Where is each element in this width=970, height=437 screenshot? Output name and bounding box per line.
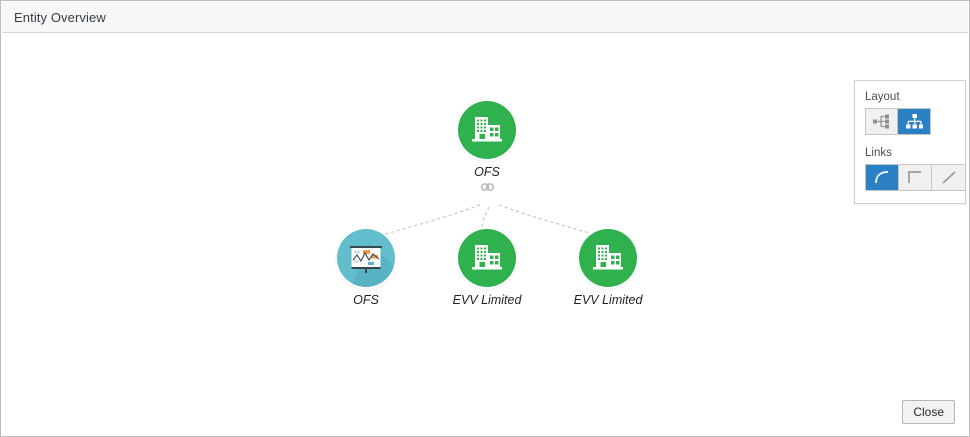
close-button[interactable]: Close: [902, 400, 955, 424]
node-badge-empty: [548, 309, 668, 321]
orthogonal-link-icon: [908, 171, 921, 183]
straight-link-icon: [941, 171, 956, 184]
graph-edges: [354, 204, 624, 255]
building-icon: [472, 245, 502, 270]
node-badge-empty: [427, 309, 547, 321]
presentation-chart-icon: [350, 243, 395, 287]
node-label: OFS: [353, 293, 379, 307]
vertical-tree-layout-button[interactable]: [898, 109, 930, 134]
node-label: EVV Limited: [573, 293, 643, 307]
node-label: EVV Limited: [452, 293, 522, 307]
graph-controls-panel: Layout: [854, 80, 966, 204]
layout-heading: Layout: [865, 91, 900, 103]
links-button-group: [865, 164, 966, 191]
dialog-titlebar: Entity Overview: [2, 2, 968, 33]
layout-button-group: [865, 108, 931, 135]
node-badge[interactable]: [427, 181, 547, 193]
node-circle[interactable]: [458, 229, 516, 287]
straight-links-button[interactable]: [932, 165, 965, 190]
horizontal-tree-icon: [873, 114, 889, 129]
graph-node-child-2[interactable]: EVV Limited: [427, 229, 547, 321]
page-title: Entity Overview: [14, 9, 106, 25]
orthogonal-links-button[interactable]: [899, 165, 932, 190]
node-circle[interactable]: [458, 101, 516, 159]
node-circle[interactable]: [579, 229, 637, 287]
node-label: OFS: [474, 165, 500, 179]
links-heading: Links: [865, 147, 892, 159]
node-circle[interactable]: [337, 229, 395, 287]
curved-links-button[interactable]: [866, 165, 899, 190]
dialog-footer: Close: [2, 388, 968, 436]
node-badge-empty: [306, 309, 426, 321]
chain-link-icon: [480, 183, 494, 191]
graph-node-child-3[interactable]: EVV Limited: [548, 229, 668, 321]
vertical-tree-icon: [905, 114, 923, 129]
graph-node-root[interactable]: OFS: [427, 101, 547, 193]
graph-node-child-1[interactable]: OFS: [306, 229, 426, 321]
building-icon: [593, 245, 623, 270]
curved-link-icon: [875, 171, 889, 184]
building-icon: [472, 117, 502, 142]
horizontal-tree-layout-button[interactable]: [866, 109, 898, 134]
graph-canvas[interactable]: OFS: [2, 33, 968, 388]
